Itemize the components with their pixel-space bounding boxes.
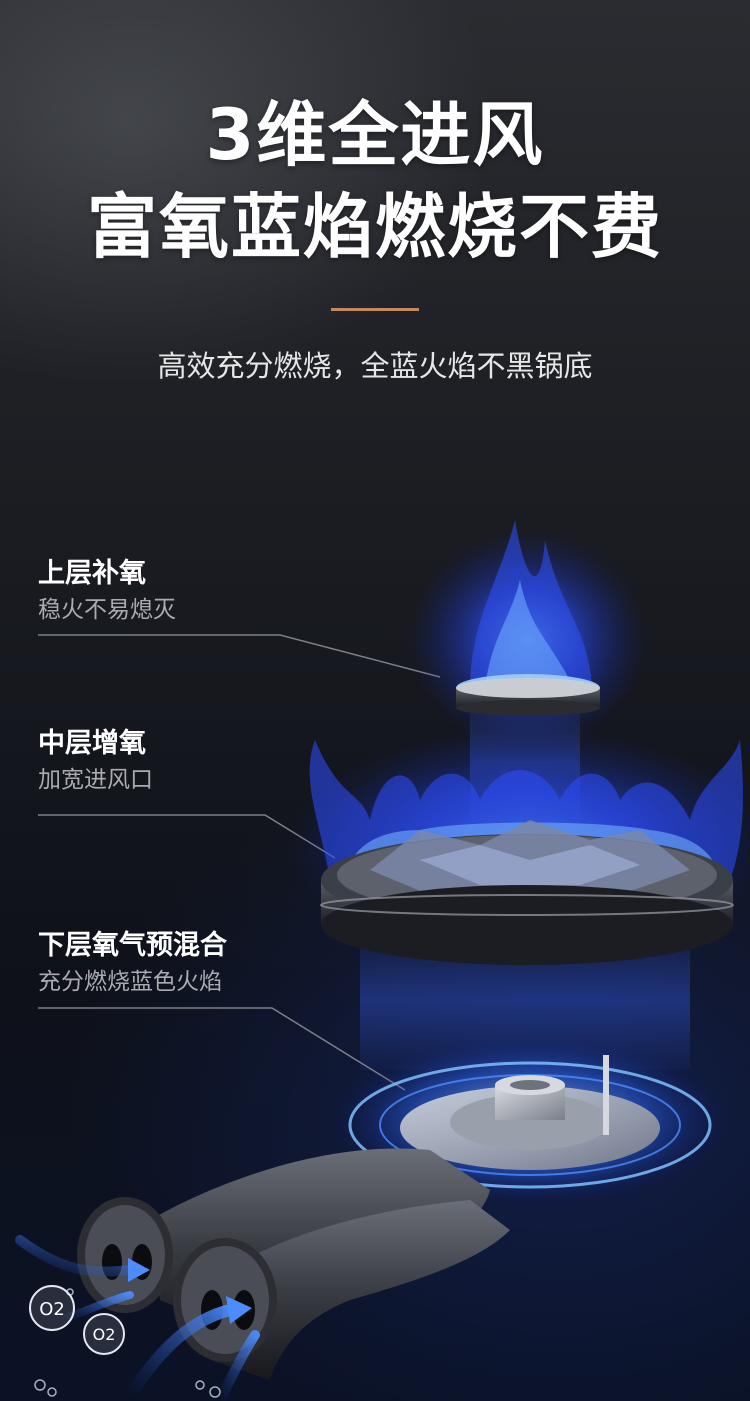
feature-desc: 稳火不易熄灭 [38,597,176,623]
oxygen-bubble-1: O2 [29,1285,75,1331]
subtitle: 高效充分燃烧，全蓝火焰不黑锅底 [157,349,593,383]
feature-lower-layer: 下层氧气预混合 充分燃烧蓝色火焰 [38,932,227,994]
oxygen-bubble-2: O2 [83,1313,125,1355]
feature-upper-layer: 上层补氧 稳火不易熄灭 [38,560,176,622]
feature-title: 下层氧气预混合 [38,930,227,961]
feature-desc: 充分燃烧蓝色火焰 [38,969,222,995]
headline-line-1: 3维全进风 [205,94,545,176]
feature-desc: 加宽进风口 [38,767,153,793]
feature-title: 上层补氧 [38,558,146,589]
feature-title: 中层增氧 [38,728,146,759]
top-burner [408,520,648,750]
air-inlets [77,1197,277,1362]
headline-line-2: 富氧蓝焰燃烧不费 [87,186,663,268]
callout-line-lower [38,1007,406,1091]
air-flow-arrows [15,1235,260,1401]
middle-burner [288,725,750,965]
callout-line-upper [38,634,441,678]
oxygen-label-1: O2 [39,1299,65,1320]
feature-middle-layer: 中层增氧 加宽进风口 [38,730,153,792]
accent-divider [331,308,419,311]
oxygen-label-2: O2 [93,1325,116,1344]
